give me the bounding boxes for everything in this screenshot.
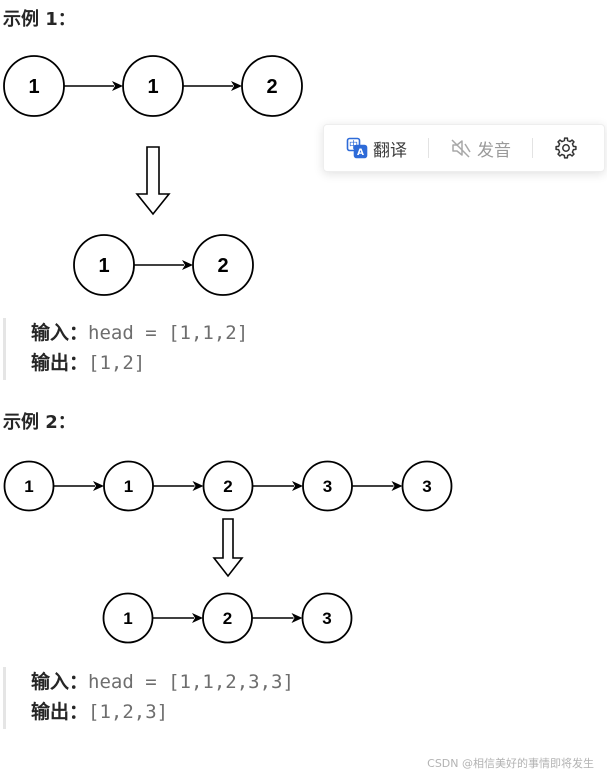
next-arrow: [53, 481, 104, 491]
divider: [532, 138, 533, 158]
example2-input-list: 1 1 2 3 3: [3, 460, 453, 512]
node-value: 2: [223, 477, 232, 496]
input-label: 输入：: [31, 671, 89, 693]
example2-output-list: 1 2 3: [102, 592, 353, 644]
node-circle: [401, 460, 453, 512]
svg-text:A: A: [357, 148, 364, 158]
example2-output-line: 输出：[1,2,3]: [31, 697, 294, 727]
list-node: 2: [241, 55, 303, 117]
next-arrow: [134, 260, 193, 270]
output-value: [1,2,3]: [88, 701, 169, 723]
next-arrow: [152, 613, 203, 623]
next-arrow: [352, 481, 403, 491]
translate-button[interactable]: 中 A 翻译: [346, 136, 407, 161]
input-value: head = [1,1,2,3,3]: [88, 671, 294, 693]
output-value: [1,2]: [88, 352, 146, 374]
list-node: 3: [301, 592, 353, 644]
list-node: 1: [3, 460, 55, 512]
node-circle: [192, 234, 254, 296]
node-value: 1: [24, 477, 33, 496]
translate-label: 翻译: [373, 140, 407, 161]
node-circle: [301, 592, 353, 644]
watermark: CSDN @相信美好的事情即将发生: [427, 757, 594, 770]
example1-code-block: 输入：head = [1,1,2] 输出：[1,2]: [3, 318, 248, 380]
transform-arrow: [212, 518, 244, 578]
divider: [428, 138, 429, 158]
node-value: 1: [123, 609, 132, 628]
list-node: 3: [302, 460, 353, 512]
node-value: 1: [28, 76, 39, 98]
example1-input-list: 1 1 2: [3, 55, 303, 117]
list-node: 3: [401, 460, 453, 512]
list-node: 1: [73, 234, 135, 296]
output-label: 输出：: [31, 352, 89, 374]
node-value: 2: [266, 76, 277, 98]
node-value: 3: [322, 609, 331, 628]
node-value: 2: [217, 255, 228, 277]
output-label: 输出：: [31, 701, 89, 723]
list-node: 1: [102, 592, 154, 644]
pronounce-label: 发音: [477, 140, 511, 161]
list-node: 1: [103, 460, 154, 512]
settings-button[interactable]: [554, 136, 583, 160]
svg-text:中: 中: [349, 139, 358, 151]
example2-input-line: 输入：head = [1,1,2,3,3]: [31, 667, 294, 697]
next-arrow: [252, 613, 303, 623]
node-value: 3: [323, 477, 332, 496]
example1-input-line: 输入：head = [1,1,2]: [31, 318, 248, 348]
pronounce-button[interactable]: 发音: [450, 136, 511, 161]
list-node: 2: [202, 460, 254, 512]
list-node: 2: [192, 234, 254, 296]
translate-icon: 中 A: [346, 137, 368, 159]
example2-code-block: 输入：head = [1,1,2,3,3] 输出：[1,2,3]: [3, 667, 294, 729]
example2-heading: 示例 2：: [3, 412, 76, 433]
speaker-muted-icon: [450, 137, 472, 159]
next-arrow: [153, 481, 204, 491]
node-circle: [241, 55, 303, 117]
node-value: 1: [147, 76, 158, 98]
node-value: 2: [223, 609, 232, 628]
transform-arrow: [135, 146, 171, 216]
translation-popup: 中 A 翻译 发音: [323, 124, 605, 172]
example1-heading: 示例 1：: [3, 9, 76, 30]
list-node: 2: [202, 592, 253, 644]
node-value: 1: [124, 477, 133, 496]
next-arrow: [183, 81, 242, 91]
gear-icon: [554, 136, 578, 160]
example1-output-line: 输出：[1,2]: [31, 348, 248, 378]
input-value: head = [1,1,2]: [88, 322, 249, 344]
next-arrow: [252, 481, 303, 491]
node-value: 3: [422, 477, 431, 496]
next-arrow: [64, 81, 123, 91]
node-value: 1: [98, 255, 109, 277]
input-label: 输入：: [31, 322, 89, 344]
